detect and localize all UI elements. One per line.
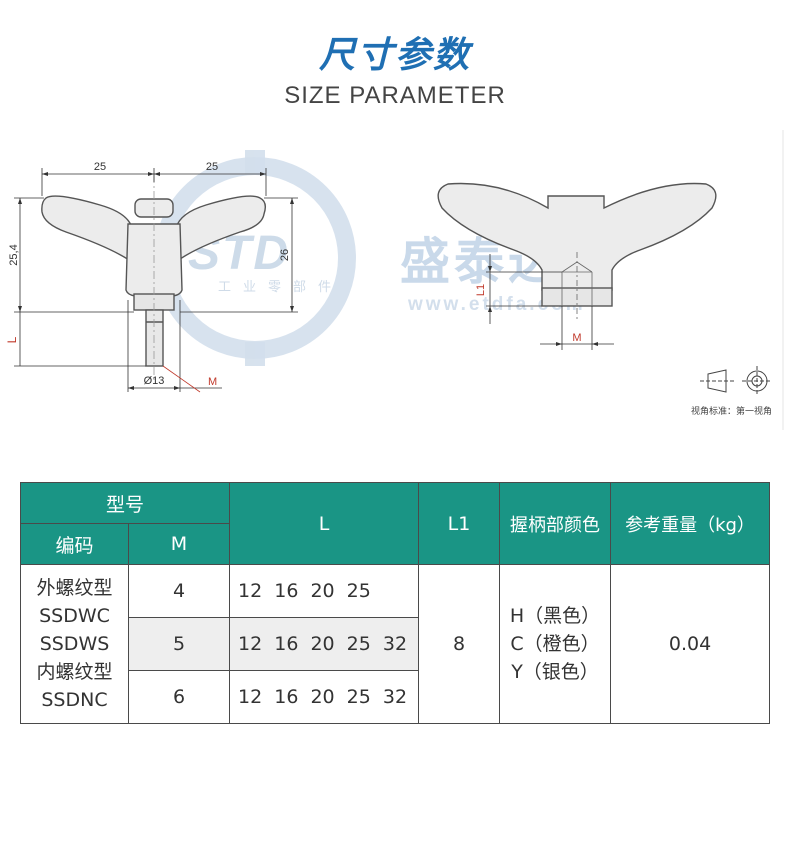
code-line: SSDWC	[39, 605, 110, 627]
dim-diameter: Ø13	[144, 375, 165, 387]
m-cell: 4	[127, 564, 231, 618]
watermark-url: www.etdfa.com	[408, 294, 586, 315]
header-color: 握柄部颜色	[499, 482, 612, 565]
color-cell: H（黑色） C（橙色） Y（银色）	[499, 564, 612, 724]
l-cell: 12 16 20 25	[229, 564, 420, 618]
page-subtitle: SIZE PARAMETER	[284, 82, 506, 109]
watermark-gear-icon	[154, 157, 356, 359]
dim-left-width: 25	[94, 161, 106, 173]
m-cell: 5	[127, 617, 231, 671]
header-M: M	[127, 523, 231, 565]
page-title: 尺寸参数	[318, 35, 471, 76]
code-line: SSDWS	[39, 633, 110, 655]
weight-cell: 0.04	[610, 564, 771, 724]
header-model: 型号	[19, 482, 231, 524]
l-cell: 12 16 20 25 32	[229, 670, 420, 724]
view-standard-note: 视角标准：第一视角	[691, 407, 773, 417]
dim-L1: L1	[475, 284, 487, 296]
code-line: 外螺纹型	[36, 577, 113, 599]
dim-M-left: M	[208, 376, 217, 388]
technical-drawing: 25 25 25,4 26 L Ø13 M L1 M	[5, 130, 784, 430]
color-option: H（黑色）	[509, 605, 601, 627]
color-option: Y（银色）	[511, 661, 599, 683]
code-cell: 外螺纹型 SSDWC SSDWS 内螺纹型 SSDNC	[20, 564, 129, 724]
dim-right-width: 25	[206, 161, 218, 173]
l-cell: 12 16 20 25 32	[229, 617, 420, 671]
dim-height-left: 25,4	[8, 244, 20, 265]
header-code: 编码	[20, 523, 129, 565]
spec-table: 型号 L L1 握柄部颜色 参考重量（kg） 编码 M 外螺纹型 SSDWC S…	[19, 482, 771, 724]
l1-cell: 8	[418, 564, 501, 724]
first-angle-projection-icon	[700, 366, 772, 396]
color-option: C（橙色）	[510, 633, 600, 655]
dim-L: L	[5, 336, 19, 343]
dim-M-right: M	[572, 332, 581, 344]
side-view	[41, 195, 267, 367]
dim-height-right: 26	[279, 249, 291, 261]
header-L: L	[229, 482, 420, 565]
code-line: 内螺纹型	[36, 661, 113, 683]
watermark-logo-subtitle: 工业零部件	[218, 280, 344, 295]
m-cell: 6	[127, 670, 231, 724]
code-line: SSDNC	[41, 689, 108, 711]
header-weight: 参考重量（kg）	[610, 482, 771, 565]
header-L1: L1	[418, 482, 501, 565]
